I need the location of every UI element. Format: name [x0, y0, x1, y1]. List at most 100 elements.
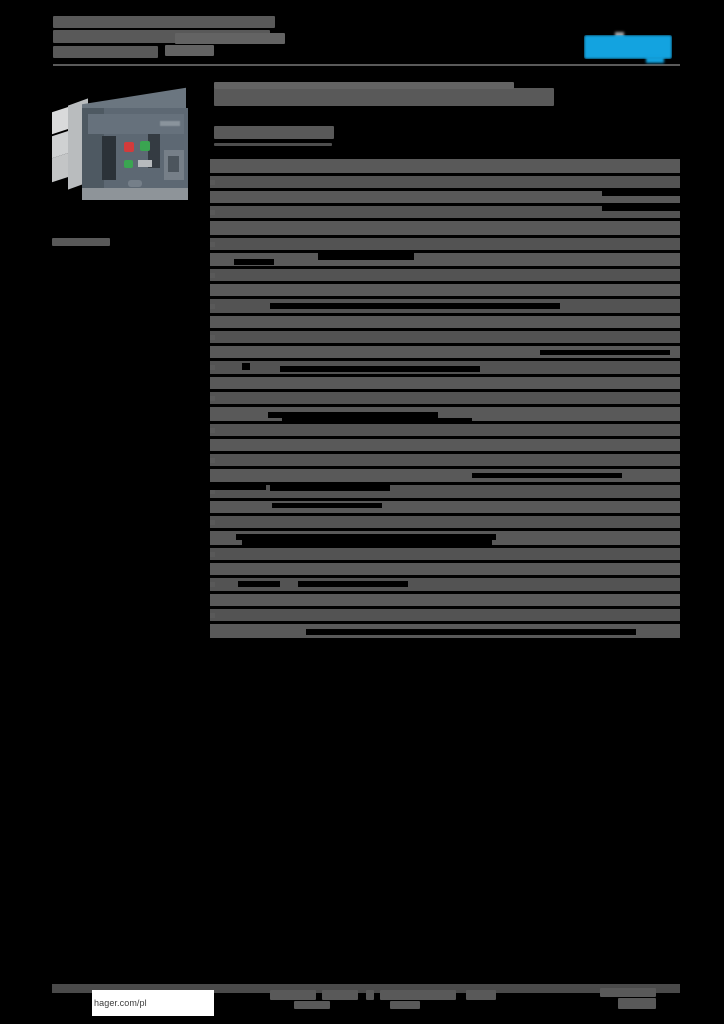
product-title-ascenders [214, 82, 514, 89]
row-bullet-icon [210, 180, 215, 185]
breaker-on-button [140, 141, 150, 151]
row-value-cell [270, 303, 560, 309]
table-row [210, 578, 680, 591]
footer-url-box[interactable]: hager.com/pl [92, 990, 214, 1016]
table-row [210, 206, 710, 218]
row-bullet-icon [210, 567, 215, 572]
row-value-cell [472, 473, 622, 478]
row-bullet-icon [210, 242, 215, 247]
footer-text-block-5 [466, 990, 496, 1000]
table-row [210, 191, 720, 203]
breaker-upper-face [88, 114, 184, 134]
row-bullet-icon [210, 489, 215, 494]
breaker-handle [128, 180, 142, 187]
table-row [210, 377, 680, 389]
product-figure [52, 87, 200, 246]
row-value-cell [306, 629, 636, 635]
row-value-cell [282, 418, 472, 423]
table-row [210, 439, 680, 451]
document-header [53, 16, 680, 78]
table-row [210, 424, 680, 436]
table-row [210, 316, 680, 328]
row-value-cell [318, 253, 414, 260]
footer-text-block-2 [322, 990, 358, 1000]
row-bullet-icon [210, 582, 215, 587]
breaker-left-window [102, 136, 116, 180]
breaker-status-label [138, 160, 152, 167]
footer-page-block-1 [600, 988, 656, 997]
header-divider [53, 64, 680, 66]
row-bullet-icon [210, 536, 215, 541]
document-title-line-3 [53, 46, 158, 58]
row-bullet-icon [210, 505, 215, 510]
row-value-cell [238, 581, 280, 587]
document-footer: hager.com/pl [40, 984, 688, 1016]
table-row [210, 392, 680, 404]
main-content [214, 82, 680, 146]
row-value-cell [280, 366, 480, 372]
footer-text-block-1 [270, 990, 316, 1000]
specification-table [210, 159, 720, 641]
row-bullet-icon [210, 458, 215, 463]
hager-logo [584, 32, 680, 64]
table-row [210, 469, 680, 482]
table-row [210, 548, 680, 560]
footer-text-block-4 [380, 990, 456, 1000]
table-row [210, 609, 680, 621]
table-row [210, 594, 680, 606]
footer-page-block-2 [618, 998, 656, 1009]
row-bullet-icon [210, 257, 215, 262]
row-bullet-icon [210, 552, 215, 557]
product-subtitle-rule [214, 143, 332, 146]
footer-page-label [600, 988, 656, 1010]
row-value-cell [268, 412, 438, 418]
table-row [210, 485, 680, 498]
row-value-cell [242, 540, 492, 545]
table-row [210, 238, 680, 250]
footer-rule [52, 984, 680, 993]
footer-center-text [270, 990, 520, 1010]
document-subtitle-a [175, 33, 285, 44]
row-bullet-icon [210, 350, 215, 355]
table-row [210, 299, 680, 313]
row-value-cell [210, 485, 266, 490]
footer-text-block-7 [390, 1001, 420, 1009]
row-bullet-icon [210, 598, 215, 603]
row-bullet-icon [210, 396, 215, 401]
table-row [210, 176, 680, 188]
row-bullet-icon [210, 210, 215, 215]
row-value-cell [540, 350, 670, 355]
document-subtitle-b [165, 45, 214, 56]
table-row [210, 624, 680, 638]
table-row [210, 407, 680, 423]
row-bullet-icon [210, 443, 215, 448]
breaker-right-window [148, 134, 160, 168]
footer-url[interactable]: hager.com/pl [94, 998, 147, 1008]
row-bullet-icon [210, 226, 215, 231]
row-value-cell [270, 485, 390, 491]
row-value-cell [602, 206, 710, 211]
row-bullet-icon [210, 365, 215, 370]
table-row [210, 454, 680, 466]
table-row [210, 284, 680, 296]
row-bullet-icon [210, 288, 215, 293]
row-bullet-icon [210, 320, 215, 325]
row-bullet-icon [210, 381, 215, 386]
row-bullet-icon [210, 428, 215, 433]
footer-text-block-3 [366, 990, 374, 1000]
breaker-trip-display [168, 156, 179, 172]
row-bullet-icon [210, 273, 215, 278]
row-bullet-icon [210, 412, 215, 417]
table-row [210, 221, 680, 235]
row-value-cell [234, 259, 274, 265]
table-row [210, 269, 680, 281]
row-value-cell [236, 534, 496, 540]
logo-wordmark [584, 35, 672, 59]
breaker-reset-button [124, 160, 133, 168]
row-value-cell [272, 503, 382, 508]
product-title [214, 88, 554, 106]
table-row [210, 531, 680, 545]
footer-text-block-6 [294, 1001, 330, 1009]
breaker-brand-mark [160, 121, 180, 126]
row-bullet-icon [210, 195, 215, 200]
